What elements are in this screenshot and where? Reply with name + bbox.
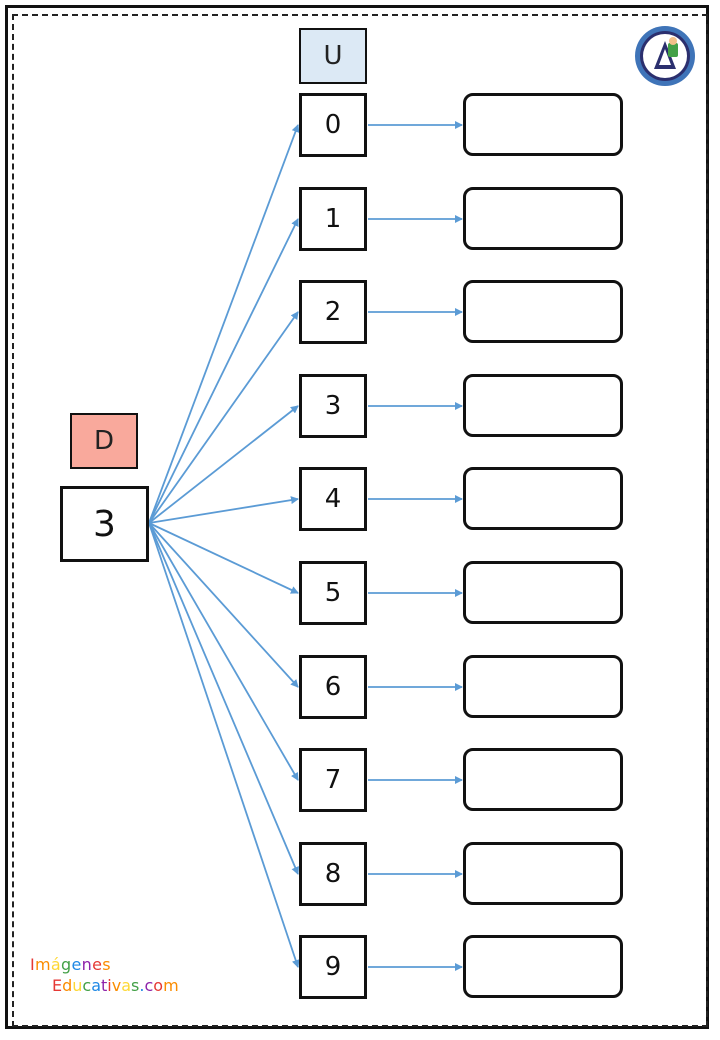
unit-digit-box: 9 (299, 935, 367, 999)
answer-box[interactable] (463, 842, 623, 905)
unit-digit-box: 8 (299, 842, 367, 906)
units-header: U (299, 28, 367, 84)
unit-digit-box: 5 (299, 561, 367, 625)
answer-box[interactable] (463, 93, 623, 156)
unit-digit-box: 7 (299, 748, 367, 812)
imagenes-educativas-logo-icon (634, 25, 696, 87)
answer-box[interactable] (463, 187, 623, 250)
unit-digit-box: 2 (299, 280, 367, 344)
unit-digit-box: 0 (299, 93, 367, 157)
unit-digit-box: 4 (299, 467, 367, 531)
page-border-dashed (12, 14, 708, 1027)
tens-to-unit-arrow (148, 522, 300, 968)
answer-box[interactable] (463, 467, 623, 530)
tens-to-unit-arrow (148, 218, 299, 524)
unit-digit-box: 6 (299, 655, 367, 719)
tens-to-unit-arrow (148, 522, 299, 688)
tens-to-unit-arrow (148, 124, 300, 524)
brand-line-1: Imágenes (30, 955, 111, 974)
tens-value-box: 3 (60, 486, 149, 562)
answer-box[interactable] (463, 655, 623, 718)
answer-box[interactable] (463, 748, 623, 811)
answer-box[interactable] (463, 280, 623, 343)
answer-box[interactable] (463, 561, 623, 624)
tens-to-unit-arrow (148, 311, 299, 524)
unit-digit-box: 3 (299, 374, 367, 438)
answer-box[interactable] (463, 935, 623, 998)
answer-box[interactable] (463, 374, 623, 437)
tens-to-unit-arrow (148, 496, 299, 524)
tens-to-unit-arrow (148, 522, 299, 875)
brand-line-2: Educativas.com (52, 976, 179, 995)
tens-to-unit-arrow (148, 522, 299, 781)
tens-header: D (70, 413, 138, 469)
tens-to-unit-arrow (148, 405, 299, 524)
unit-digit-box: 1 (299, 187, 367, 251)
brand-watermark: Imágenes Educativas.com (30, 955, 179, 995)
tens-to-unit-arrow (148, 522, 299, 594)
